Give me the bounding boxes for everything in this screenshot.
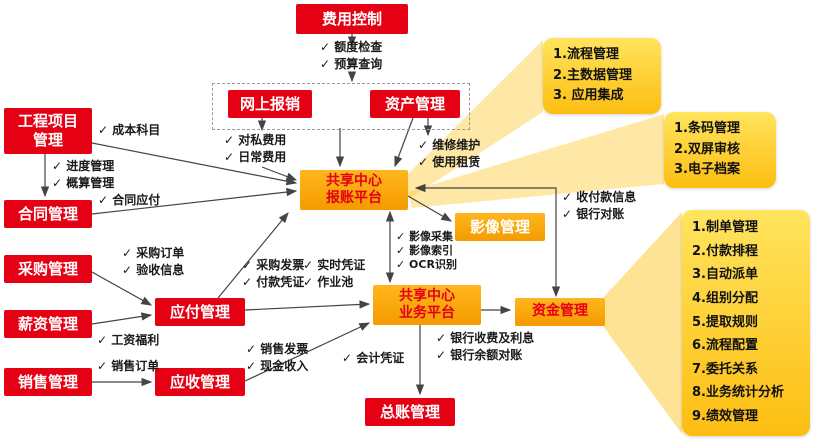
node-fund-mgmt: 资金管理 — [515, 298, 605, 326]
callout-business-features: 1.制单管理 2.付款排程 3.自动派单 4.组别分配 5.提取规则 6.流程配… — [682, 210, 810, 436]
reimbursement-asset-group — [212, 83, 470, 130]
node-contract-mgmt: 合同管理 — [4, 200, 92, 228]
callout-item: 9.绩效管理 — [692, 408, 758, 424]
callout-image-features: 1.条码管理 2.双屏审核 3.电子档案 — [664, 112, 776, 188]
check-bank-balance-recon: ✓ 银行余额对账 — [436, 348, 523, 362]
check-job-pool: ✓ 作业池 — [303, 275, 354, 289]
node-project-mgmt: 工程项目 管理 — [4, 108, 92, 154]
node-procurement-mgmt: 采购管理 — [4, 255, 92, 283]
check-estimate-mgmt: ✓ 概算管理 — [52, 176, 115, 190]
check-use-lease: ✓ 使用租赁 — [418, 155, 481, 169]
check-image-index: ✓ 影像索引 — [396, 244, 454, 257]
check-private-expense: ✓ 对私费用 — [224, 133, 287, 147]
node-sales-mgmt: 销售管理 — [4, 368, 92, 396]
check-purchase-order: ✓ 采购订单 — [122, 246, 185, 260]
node-payable-mgmt: 应付管理 — [155, 298, 245, 326]
callout-item: 3.电子档案 — [674, 162, 740, 178]
node-payroll-mgmt: 薪资管理 — [4, 310, 92, 338]
node-business-platform: 共享中心 业务平台 — [373, 285, 481, 325]
check-cash-income: ✓ 现金收入 — [246, 359, 309, 373]
callout-item: 6.流程配置 — [692, 338, 758, 354]
check-payment-voucher: ✓ 付款凭证 — [242, 275, 305, 289]
check-sales-invoice: ✓ 销售发票 — [246, 342, 309, 356]
callout-item: 2.付款排程 — [692, 243, 758, 259]
callout-item: 1.流程管理 — [553, 46, 619, 62]
check-image-capture: ✓ 影像采集 — [396, 230, 454, 243]
callout-item: 3. 应用集成 — [553, 88, 624, 104]
check-acceptance-info: ✓ 验收信息 — [122, 263, 185, 277]
check-realtime-voucher: ✓ 实时凭证 — [303, 258, 366, 272]
callout-platform-features: 1.流程管理 2.主数据管理 3. 应用集成 — [543, 38, 661, 114]
check-sales-order: ✓ 销售订单 — [97, 359, 160, 373]
callout-item: 1.制单管理 — [692, 220, 758, 236]
check-bank-reconciliation: ✓ 银行对账 — [562, 207, 625, 221]
node-asset-mgmt: 资产管理 — [370, 90, 460, 118]
callout-item: 1.条码管理 — [674, 120, 740, 136]
callout-item: 3.自动派单 — [692, 267, 758, 283]
check-repair-maintain: ✓ 维修维护 — [418, 138, 481, 152]
node-expense-control: 费用控制 — [296, 4, 408, 34]
callout-item: 8.业务统计分析 — [692, 385, 784, 401]
callout-item: 7.委托关系 — [692, 361, 758, 377]
check-budget-query: ✓ 预算查询 — [320, 57, 383, 71]
callout-item: 2.双屏审核 — [674, 141, 740, 157]
check-purchase-invoice: ✓ 采购发票 — [242, 258, 305, 272]
check-accounting-voucher: ✓ 会计凭证 — [342, 351, 405, 365]
node-reimbursement-platform: 共享中心 报账平台 — [300, 170, 408, 210]
callout-item: 5.提取规则 — [692, 314, 758, 330]
check-ocr-recognition: ✓ OCR识别 — [396, 258, 457, 271]
check-receipt-payment-info: ✓ 收付款信息 — [562, 190, 637, 204]
check-progress-mgmt: ✓ 进度管理 — [52, 159, 115, 173]
check-contract-payable: ✓ 合同应付 — [98, 193, 161, 207]
node-online-reimbursement: 网上报销 — [228, 90, 312, 118]
node-ledger-mgmt: 总账管理 — [365, 398, 455, 426]
callout-item: 4.组别分配 — [692, 290, 758, 306]
flow-arrows — [40, 34, 561, 396]
check-bank-fee-interest: ✓ 银行收费及利息 — [436, 331, 535, 345]
check-daily-expense: ✓ 日常费用 — [224, 150, 287, 164]
check-quota-check: ✓ 额度检查 — [320, 40, 383, 54]
callout-item: 2.主数据管理 — [553, 67, 632, 83]
check-cost-subject: ✓ 成本科目 — [98, 123, 161, 137]
node-image-mgmt: 影像管理 — [455, 213, 545, 241]
check-payroll-welfare: ✓ 工资福利 — [97, 333, 160, 347]
node-receivable-mgmt: 应收管理 — [155, 368, 245, 396]
